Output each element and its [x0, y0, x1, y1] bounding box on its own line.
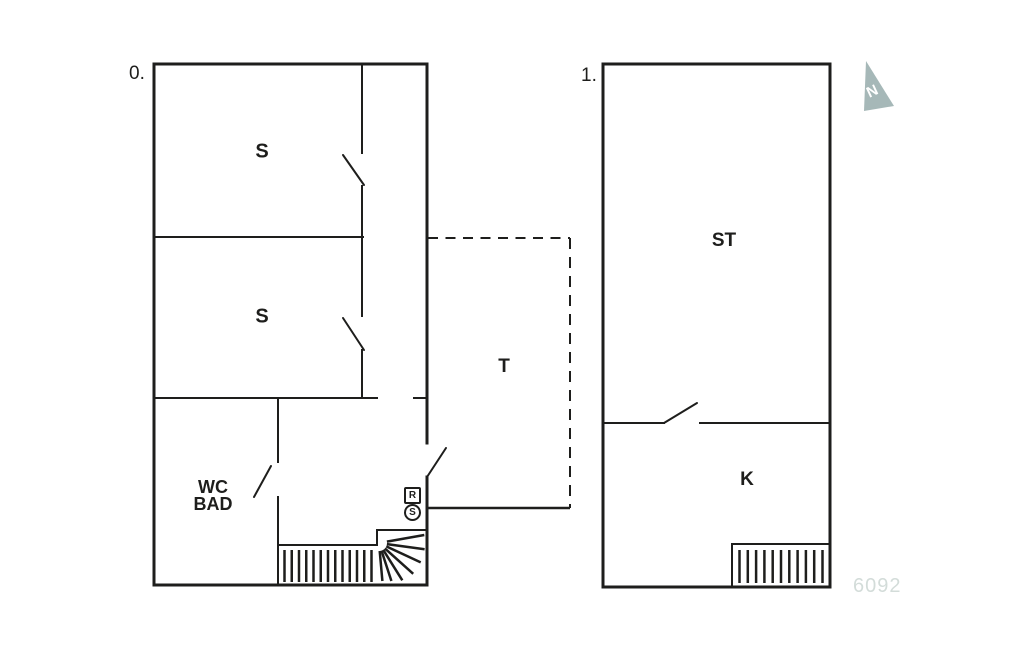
floor0-stairs	[277, 529, 428, 582]
floor1-label: 1.	[581, 65, 597, 86]
floor1-outer-walls	[601, 62, 832, 589]
floor1-stair-treads	[738, 550, 824, 583]
terrace-label: T	[498, 356, 510, 377]
stair-winder-tread	[386, 542, 425, 551]
stair-winder-tread	[380, 550, 393, 582]
stair-winder-tread	[386, 533, 425, 543]
floor1-doors	[663, 402, 698, 424]
floor0-wc-door-leaf	[253, 465, 272, 498]
r-symbol-letter: R	[408, 490, 417, 501]
s-symbol-circle: S	[404, 504, 421, 521]
s-symbol-letter: S	[409, 507, 416, 518]
stair-winder-tread	[378, 550, 384, 582]
floor0-wc-bad-label: WC BAD	[193, 477, 233, 514]
floor0-bedroom2-label: S	[255, 305, 269, 328]
floor1-room-door-leaf	[663, 402, 698, 424]
floor0-inner-walls	[153, 63, 428, 586]
stair-winder-tread	[385, 545, 422, 564]
wc-label-line1: WC	[198, 477, 228, 497]
floor1-stairs	[731, 543, 831, 588]
terrace-outline	[427, 237, 571, 510]
north-arrow-icon	[864, 61, 894, 111]
stair-winder-tread	[384, 547, 415, 575]
floor0-stair-winders	[378, 533, 425, 582]
floor0-stair-treads	[283, 550, 373, 582]
floor0-label: 0.	[129, 63, 145, 84]
floor1-kitchen-label: K	[740, 469, 754, 490]
floor1-living-room-label: ST	[711, 230, 737, 251]
floor0-bedroom2-door-leaf	[342, 317, 365, 351]
r-symbol-box: R	[404, 487, 421, 504]
plan-number: 6092	[853, 575, 902, 597]
floor0-doors	[253, 154, 447, 498]
floor0-terrace-door-leaf	[426, 447, 447, 478]
floor0-bedroom1-door-leaf	[342, 154, 365, 186]
stair-winder-tread	[382, 549, 404, 581]
wc-label-line2: BAD	[193, 494, 233, 514]
floor0-bedroom1-label: S	[255, 140, 269, 163]
